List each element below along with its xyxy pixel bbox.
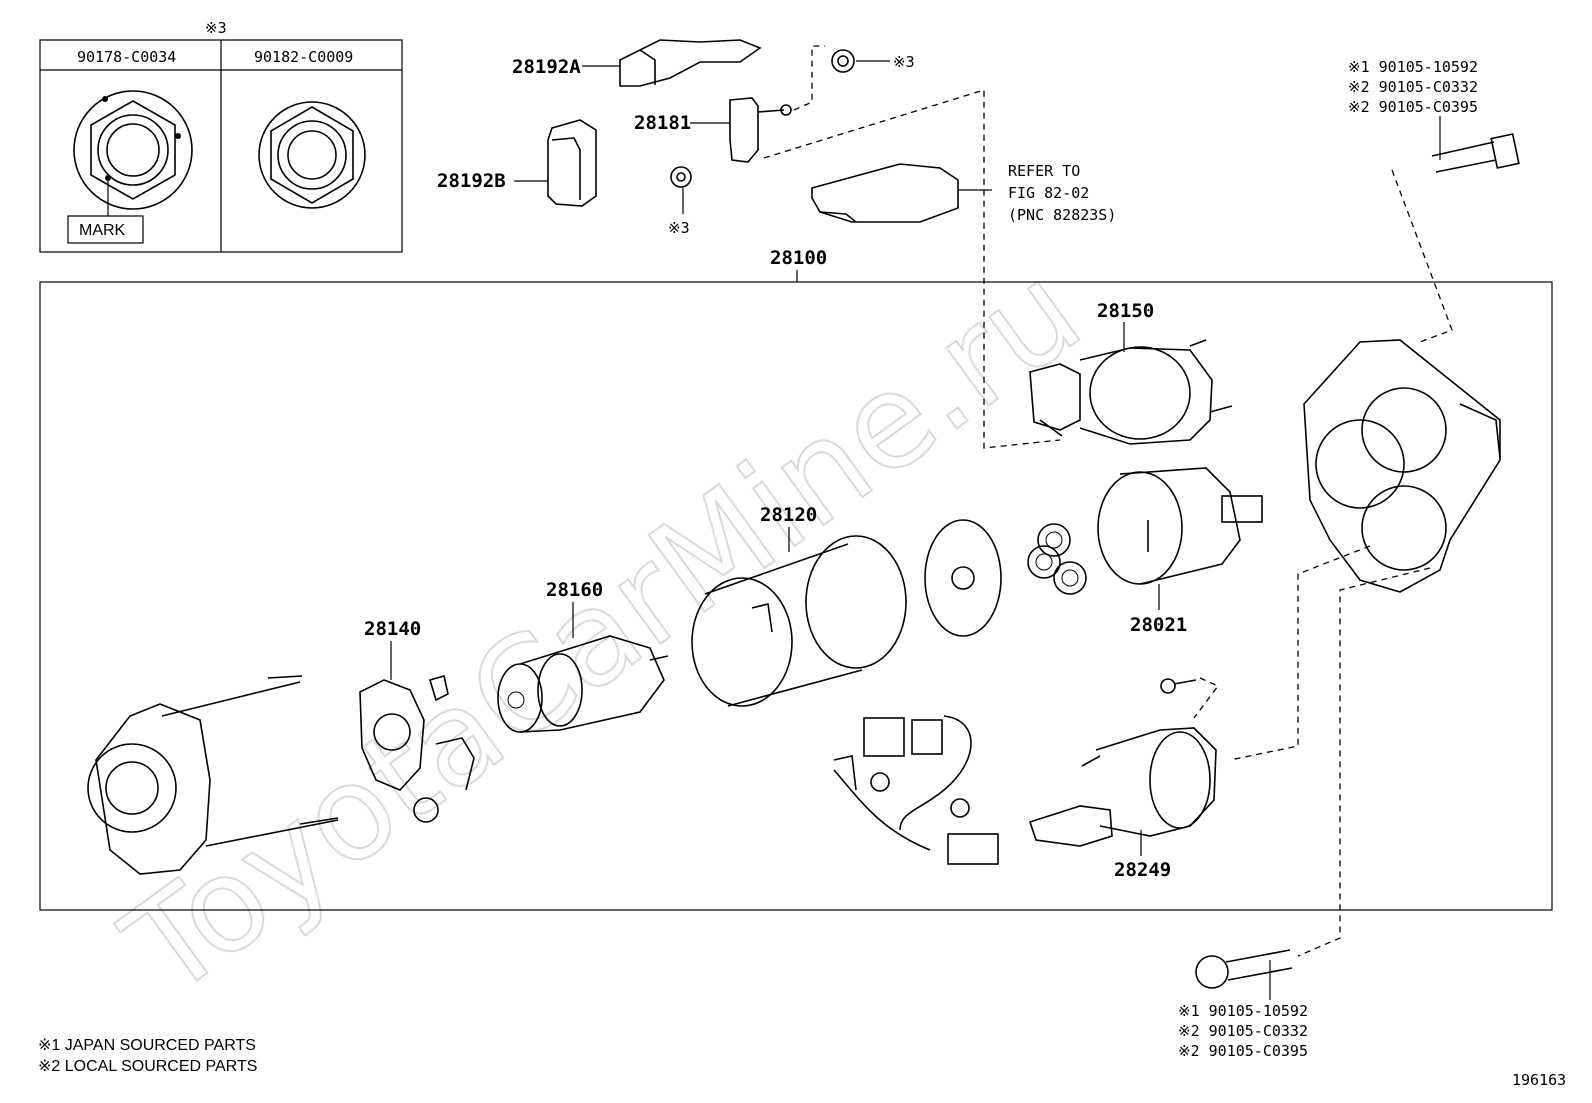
starter-switch-28249-icon	[1028, 678, 1217, 847]
connector-nut-bracket	[793, 45, 825, 111]
clutch-28021-icon	[1097, 467, 1263, 585]
label-28192b: 28192B	[437, 170, 506, 192]
refer-line2: FIG 82-02	[1008, 184, 1089, 202]
drive-housing-icon	[1303, 339, 1501, 593]
label-28150: 28150	[1097, 300, 1154, 322]
watermark: ToyotaCarMine.ru	[98, 235, 1107, 1026]
nut-table-note: ※3	[205, 19, 227, 37]
connector-housing-switch	[1229, 545, 1371, 761]
figure-number: 196163	[1512, 1071, 1566, 1089]
hex-nut-icon	[258, 101, 366, 209]
cover-plate-icon	[924, 519, 1002, 637]
connector-bolt-top	[1391, 169, 1453, 343]
legend-japan: ※1 JAPAN SOURCED PARTS	[38, 1037, 256, 1054]
solenoid-28150-icon	[1029, 339, 1233, 445]
connector-bracket-solenoid	[763, 89, 1061, 449]
bolt-top-icon	[1431, 133, 1520, 173]
refer-line1: REFER TO	[1008, 162, 1080, 180]
label-28249: 28249	[1114, 859, 1171, 881]
end-frame-icon	[87, 675, 339, 875]
cover-28192a-icon	[582, 39, 762, 87]
nut-note-small: ※3	[668, 219, 690, 237]
label-28120: 28120	[760, 504, 817, 526]
nut-note-top: ※3	[893, 53, 915, 71]
label-28100: 28100	[770, 247, 827, 269]
yoke-28120-icon	[691, 535, 907, 707]
planetary-gears-icon	[1027, 523, 1087, 595]
label-28192a: 28192A	[512, 56, 581, 78]
bolt-top-spec-2: ※2 90105-C0332	[1348, 78, 1478, 96]
wire-harness-icon	[833, 715, 999, 865]
bolt-top-spec-3: ※2 90105-C0395	[1348, 98, 1478, 116]
label-28160: 28160	[546, 579, 603, 601]
connector-screw-switch	[1193, 677, 1220, 719]
armature-28160-icon	[497, 635, 669, 733]
assembly-frame	[39, 281, 1553, 911]
nut-part-left: 90178-C0034	[77, 48, 176, 66]
bolt-bottom-spec-1: ※1 90105-10592	[1178, 1002, 1308, 1020]
mark-label: MARK	[79, 222, 126, 239]
brush-holder-28140-icon	[359, 674, 475, 823]
cap-nut-small-icon	[670, 166, 692, 214]
legend-local: ※2 LOCAL SOURCED PARTS	[38, 1058, 257, 1075]
nut-part-right: 90182-C0009	[254, 48, 353, 66]
connector-housing-bolt	[1297, 567, 1431, 957]
label-28140: 28140	[364, 618, 421, 640]
cover-28192b-icon	[514, 119, 597, 207]
cap-nut-top-icon	[831, 49, 890, 73]
bolt-bottom-spec-2: ※2 90105-C0332	[1178, 1022, 1308, 1040]
bolt-bottom-spec-3: ※2 90105-C0395	[1178, 1042, 1308, 1060]
label-28181: 28181	[634, 112, 691, 134]
bracket-28181-icon	[690, 97, 792, 163]
bolt-top-spec-1: ※1 90105-10592	[1348, 58, 1478, 76]
flange-nut-icon	[73, 90, 193, 216]
terminal-cover-icon	[811, 163, 992, 223]
bolt-bottom-icon	[1195, 949, 1293, 989]
label-28021: 28021	[1130, 614, 1187, 636]
nut-table: ※3 90178-C0034 90182-C0009 MARK	[39, 19, 403, 253]
refer-line3: (PNC 82823S)	[1008, 206, 1116, 224]
